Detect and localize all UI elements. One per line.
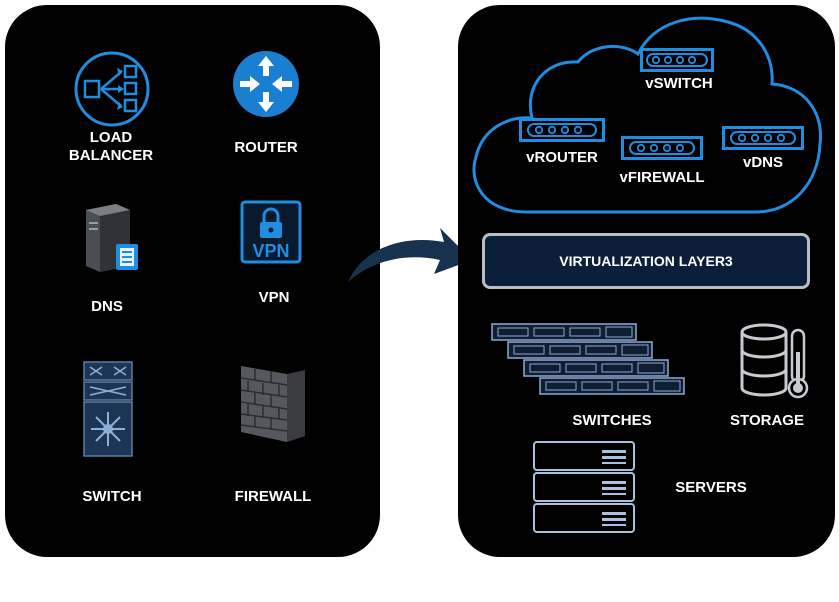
dns-server-icon [86,204,138,272]
switch-unit [491,323,685,395]
load-balancer-label: LOAD BALANCER [68,129,154,164]
servers-label: SERVERS [675,479,747,496]
vdns-label: vDNS [742,154,783,171]
physical-devices-panel [5,5,380,557]
firewall-icon [240,366,305,442]
vpn-icon [240,200,302,264]
router-label: ROUTER [234,139,298,156]
switches-label: SWITCHES [572,412,652,429]
vdns-icon [722,126,804,150]
switch-label: SWITCH [82,488,142,505]
vfirewall-icon [621,136,703,160]
switches-stack-icon [491,323,685,395]
switch-icon [83,361,133,457]
load-balancer-icon [74,51,150,127]
vrouter-label: vROUTER [526,149,598,166]
vpn-label: VPN [258,289,290,306]
vswitch-icon [640,48,714,72]
dns-label: DNS [91,298,123,315]
firewall-label: FIREWALL [234,488,312,505]
router-icon [233,51,299,117]
virtualization-layer-label: VIRTUALIZATION LAYER3 [559,253,733,269]
vswitch-label: vSWITCH [645,75,713,92]
virtualization-layer-box: VIRTUALIZATION LAYER3 [482,233,810,289]
vrouter-icon [519,118,605,142]
storage-icon [740,323,809,399]
storage-label: STORAGE [730,412,804,429]
vpn-icon-text: VPN [252,241,290,261]
servers-icon [533,441,635,533]
vfirewall-label: vFIREWALL [619,169,705,186]
curved-arrow-icon [348,228,472,282]
